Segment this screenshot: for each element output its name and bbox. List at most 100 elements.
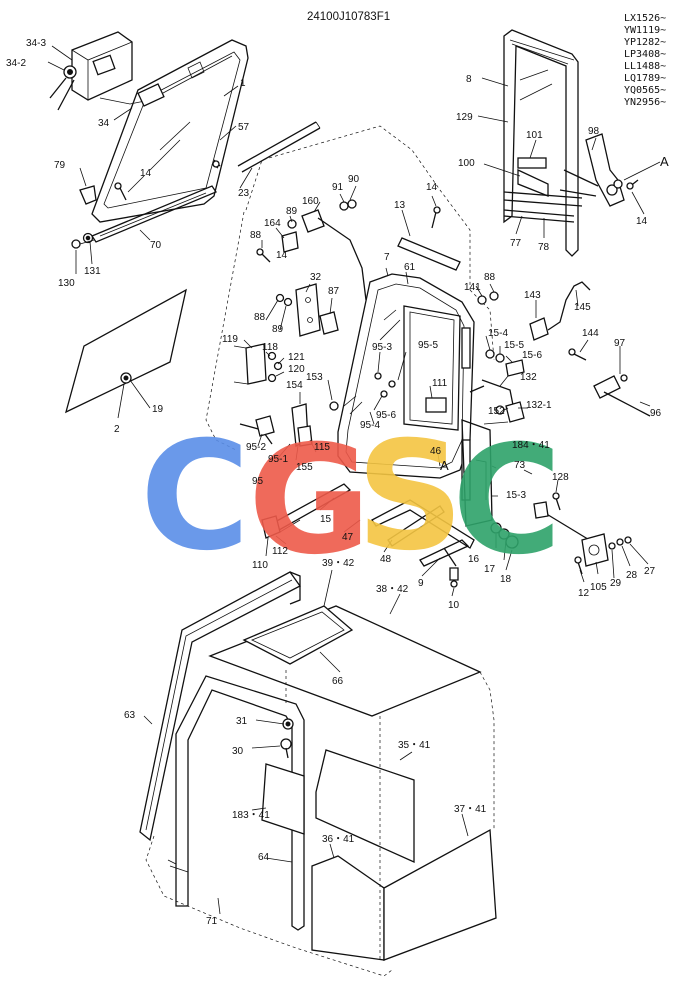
callout-label: 128 xyxy=(552,472,569,483)
callout-labels: 34-3 34-2 34 1 57 79 14 23 70 130 131 2 … xyxy=(6,38,669,927)
callout-label: 95-5 xyxy=(418,340,438,351)
callout-label: 37・41 xyxy=(454,804,487,815)
callout-label: 47 xyxy=(342,532,354,543)
callout-label: 9 xyxy=(418,578,424,589)
callout-label: 15-6 xyxy=(522,350,542,361)
callout-label: 12 xyxy=(578,588,590,599)
callout-label: 27 xyxy=(644,566,656,577)
callout-label: 91 xyxy=(332,182,344,193)
callout-label: 1 xyxy=(240,78,246,89)
callout-label: 89 xyxy=(272,324,284,335)
diagram-title: 24100J10783F1 xyxy=(307,11,390,23)
callout-label: A xyxy=(660,154,669,169)
callout-label: 152 xyxy=(488,406,505,417)
callout-label: 19 xyxy=(152,404,164,415)
callout-label: 46 xyxy=(430,446,442,457)
callout-label: 73 xyxy=(514,460,526,471)
callout-label: 95-4 xyxy=(360,420,380,431)
callout-label: 120 xyxy=(288,364,305,375)
callout-label: 164 xyxy=(264,218,281,229)
callout-label: 79 xyxy=(54,160,66,171)
callout-label: 15-3 xyxy=(506,490,526,501)
front-window-assembly xyxy=(503,29,639,257)
serial-number: LQ1789~ xyxy=(624,73,666,84)
callout-label: 10 xyxy=(448,600,460,611)
callout-label: 8 xyxy=(466,74,472,85)
callout-label: 15-4 xyxy=(488,328,508,339)
callout-label: 15 xyxy=(320,514,332,525)
callout-label: 100 xyxy=(458,158,475,169)
callout-label: 29 xyxy=(610,578,622,589)
callout-label: 18 xyxy=(500,574,512,585)
callout-label: 61 xyxy=(404,262,416,273)
callout-label: 14 xyxy=(636,216,648,227)
callout-label: 14 xyxy=(426,182,438,193)
callout-label: 70 xyxy=(150,240,162,251)
callout-label: 95 xyxy=(252,476,264,487)
callout-label: 36・41 xyxy=(322,834,355,845)
callout-label: 97 xyxy=(614,338,626,349)
callout-label: 34 xyxy=(98,118,110,129)
callout-label: 34-2 xyxy=(6,58,26,69)
callout-label: 66 xyxy=(332,676,344,687)
callout-label: 39・42 xyxy=(322,558,355,569)
callout-label: 96 xyxy=(650,408,662,419)
callout-label: 13 xyxy=(394,200,406,211)
serial-number: YW1119~ xyxy=(624,25,666,36)
leader-lines xyxy=(47,45,661,915)
serial-number: YN2956~ xyxy=(624,97,666,108)
serial-number: YP1282~ xyxy=(624,37,666,48)
callout-label: 14 xyxy=(276,250,288,261)
callout-label: 112 xyxy=(272,546,288,557)
serial-list: LX1526~ YW1119~ YP1282~ LP3408~ LL1488~ … xyxy=(624,13,666,108)
callout-label: 16 xyxy=(468,554,480,565)
callout-label: 17 xyxy=(484,564,496,575)
callout-label: 15-5 xyxy=(504,340,524,351)
callout-label: 31 xyxy=(236,716,248,727)
callout-label: 34-3 xyxy=(26,38,46,49)
callout-label: 95-1 xyxy=(268,454,288,465)
callout-label: 71 xyxy=(206,916,218,927)
callout-label: 48 xyxy=(380,554,392,565)
callout-label: 115 xyxy=(314,442,330,453)
callout-label: 130 xyxy=(58,278,75,289)
callout-label: 110 xyxy=(252,560,268,571)
callout-label: 38・42 xyxy=(376,584,409,595)
callout-label: 95-2 xyxy=(246,442,266,453)
callout-label: 111 xyxy=(432,378,448,389)
callout-label: 105 xyxy=(590,582,607,593)
callout-label: 88 xyxy=(254,312,266,323)
callout-label: 64 xyxy=(258,852,270,863)
callout-label: 77 xyxy=(510,238,522,249)
callout-label: 144 xyxy=(582,328,599,339)
callout-label: 143 xyxy=(524,290,541,301)
callout-label: 160 xyxy=(302,196,319,207)
callout-label: 121 xyxy=(288,352,305,363)
callout-label: A xyxy=(440,458,449,473)
callout-label: 30 xyxy=(232,746,244,757)
callout-label: 88 xyxy=(484,272,496,283)
cab-door-assembly xyxy=(205,125,651,588)
callout-label: 57 xyxy=(238,122,250,133)
callout-label: 129 xyxy=(456,112,473,123)
callout-label: 32 xyxy=(310,272,322,283)
side-panel-2 xyxy=(64,288,187,414)
callout-label: 118 xyxy=(262,342,278,353)
callout-label: 95-3 xyxy=(372,342,392,353)
serial-number: LL1488~ xyxy=(624,61,666,72)
callout-label: 35・41 xyxy=(398,740,431,751)
callout-label: 132-1 xyxy=(526,400,552,411)
callout-label: 88 xyxy=(250,230,262,241)
callout-label: 132 xyxy=(520,372,537,383)
callout-label: 90 xyxy=(348,174,360,185)
callout-label: 141 xyxy=(464,282,481,293)
watermark-letter: C xyxy=(140,410,250,584)
callout-label: 101 xyxy=(526,130,543,141)
callout-label: 183・41 xyxy=(232,810,270,821)
callout-label: 145 xyxy=(574,302,591,313)
callout-label: 63 xyxy=(124,710,136,721)
watermark-letter: S xyxy=(356,410,464,584)
callout-label: 155 xyxy=(296,462,313,473)
callout-label: 2 xyxy=(114,424,120,435)
